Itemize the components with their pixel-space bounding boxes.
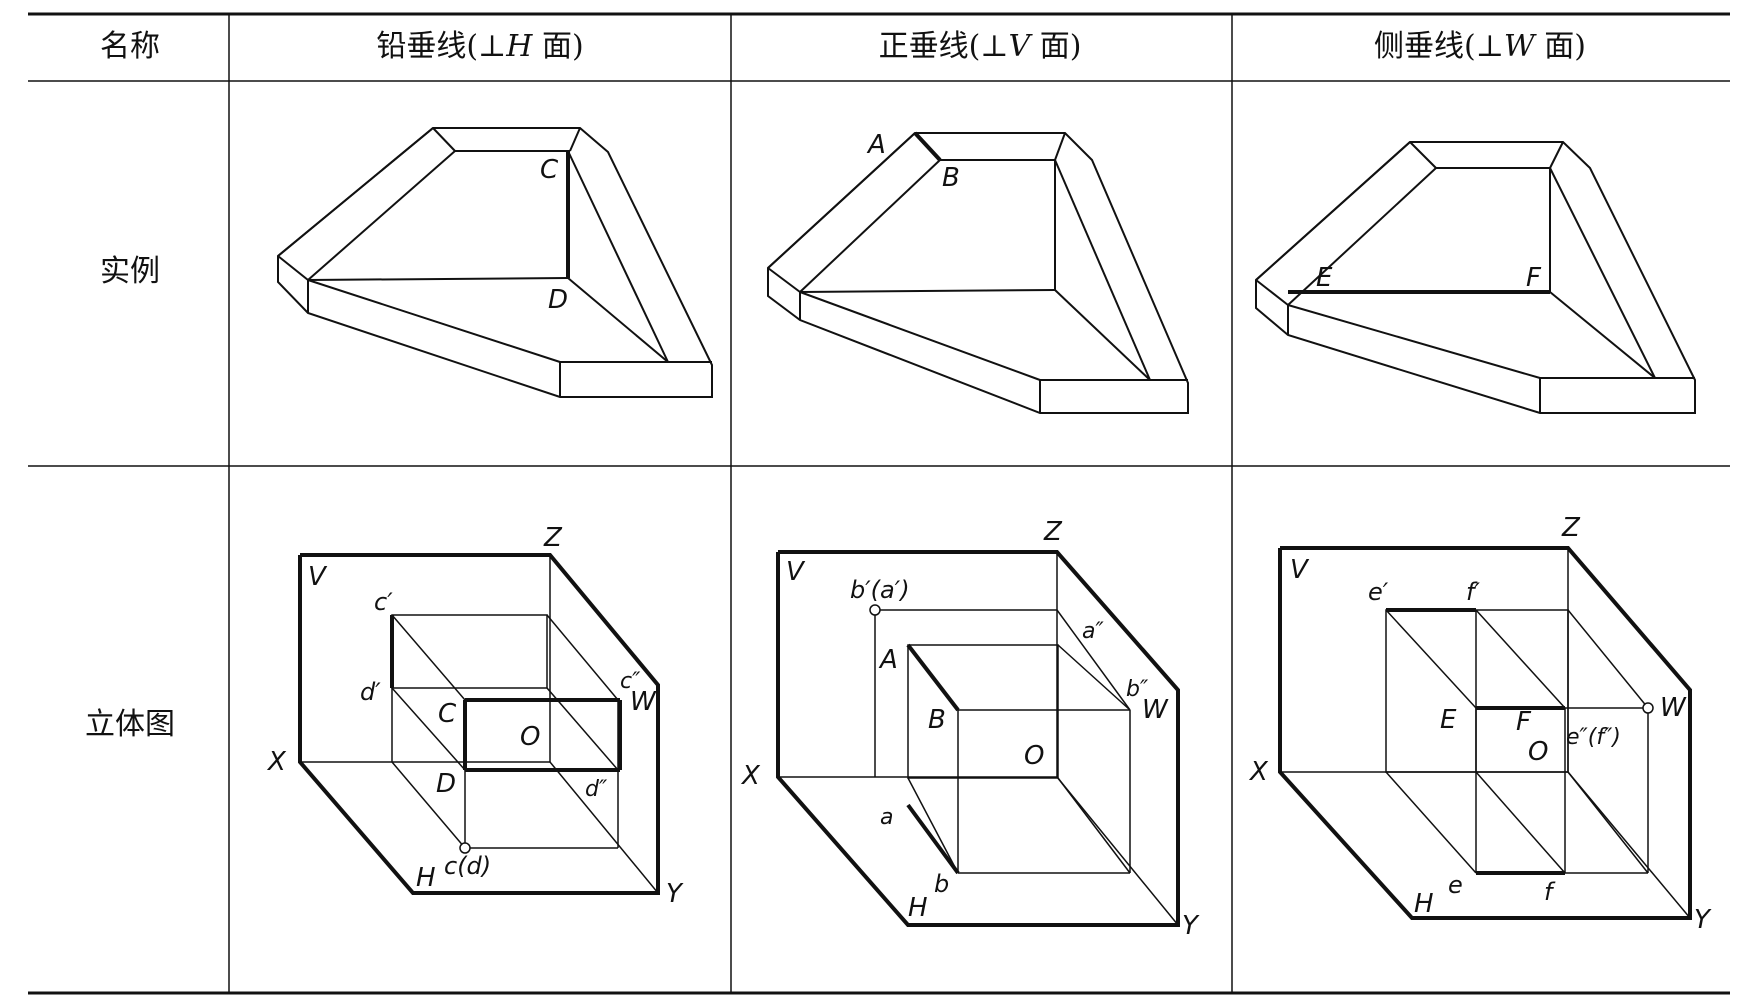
- stereo-labels-1: V Z X Y H W O c′ d′ c″ d″ C D c(d): [266, 523, 684, 909]
- s2-X: X: [740, 761, 761, 791]
- stereo-frame-2: [776, 550, 1180, 927]
- s3-f: f: [1544, 878, 1556, 906]
- s2-ba: b′(a′): [850, 576, 910, 604]
- stereo-frame-3: [1278, 546, 1692, 920]
- s2-V: V: [786, 557, 806, 587]
- s2-W: W: [1142, 695, 1169, 725]
- s2-a2: a″: [1082, 619, 1104, 644]
- stereo-box-1: [391, 614, 619, 849]
- s1-X: X: [266, 747, 287, 777]
- s3-V: V: [1290, 555, 1310, 585]
- s1-D: D: [436, 769, 456, 799]
- s1-Y: Y: [666, 879, 684, 909]
- s1-C: C: [438, 699, 457, 729]
- s1-cd: c(d): [444, 852, 491, 880]
- ex1-label-C: C: [540, 155, 559, 185]
- s3-e: e: [1448, 871, 1463, 899]
- stereo-box-2: [874, 609, 1131, 874]
- row-label-stereo: 立体图: [85, 707, 175, 742]
- s2-H: H: [908, 893, 928, 923]
- header-col1-letter: H: [506, 29, 533, 64]
- s1-V: V: [308, 562, 328, 592]
- s1-H: H: [416, 863, 436, 893]
- stereo1-point-cd: [459, 842, 471, 854]
- header-col3-letter: W: [1503, 29, 1535, 64]
- s2-Z: Z: [1043, 517, 1063, 547]
- header-col2-letter: V: [1008, 29, 1031, 64]
- s2-b: b: [934, 870, 949, 898]
- s2-a: a: [880, 805, 893, 830]
- s2-O: O: [1024, 741, 1044, 771]
- stereo-highlight-1: [390, 615, 622, 772]
- s1-W: W: [630, 687, 657, 717]
- stereo2-point-ba: [869, 604, 881, 616]
- stereo-highlight-3: [1386, 608, 1565, 875]
- s1-d1: d′: [360, 678, 381, 706]
- header-col3-prefix: 侧垂线(⊥: [1373, 29, 1504, 64]
- s1-c1: c′: [374, 588, 393, 616]
- ex3-label-E: E: [1316, 263, 1333, 293]
- s3-f1: f′: [1466, 578, 1480, 606]
- example-solid-3: [1255, 141, 1696, 414]
- example-solid-1: [277, 127, 713, 398]
- header-col3-suffix: 面): [1534, 29, 1586, 64]
- header-col3: 侧垂线(⊥W 面): [1230, 30, 1730, 64]
- s3-W: W: [1660, 693, 1687, 723]
- table-grid: [28, 12, 1730, 995]
- stereo-frame-1: [298, 553, 660, 895]
- s1-Z: Z: [543, 523, 563, 553]
- header-col1-prefix: 铅垂线(⊥: [376, 29, 507, 64]
- s3-Y: Y: [1694, 905, 1712, 935]
- s2-Y: Y: [1182, 911, 1200, 941]
- stereo-highlight-2: [906, 643, 960, 875]
- stereo3-point-ef: [1642, 702, 1654, 714]
- header-name-text: 名称: [100, 29, 160, 64]
- header-col2: 正垂线(⊥V 面): [730, 30, 1230, 64]
- s1-d2: d″: [585, 777, 608, 802]
- header-name: 名称: [30, 30, 230, 64]
- s3-H: H: [1414, 889, 1434, 919]
- s2-A: A: [878, 645, 898, 675]
- s1-c2: c″: [620, 669, 641, 694]
- row-label-example: 实例: [100, 254, 160, 289]
- s3-ef2: e″(f″): [1566, 725, 1621, 750]
- header-col2-suffix: 面): [1030, 29, 1082, 64]
- s3-F: F: [1516, 707, 1532, 737]
- ex2-label-B: B: [942, 163, 960, 193]
- s3-e1: e′: [1368, 578, 1389, 606]
- ex1-label-D: D: [548, 285, 568, 315]
- s3-X: X: [1248, 757, 1269, 787]
- s3-Z: Z: [1561, 513, 1581, 543]
- header-col1-suffix: 面): [532, 29, 584, 64]
- header-col2-prefix: 正垂线(⊥: [878, 29, 1009, 64]
- stereo-labels-2: V Z X Y H W O b′(a′) a″ b″ A B a b: [740, 517, 1200, 941]
- s3-E: E: [1440, 705, 1457, 735]
- s2-b2: b″: [1126, 677, 1149, 702]
- s2-B: B: [928, 705, 946, 735]
- ex3-label-F: F: [1526, 263, 1542, 293]
- s3-O: O: [1528, 737, 1548, 767]
- header-col1: 铅垂线(⊥H 面): [230, 30, 730, 64]
- example-solid-2: [767, 131, 1189, 414]
- ex2-label-A: A: [866, 130, 886, 160]
- s1-O: O: [520, 722, 540, 752]
